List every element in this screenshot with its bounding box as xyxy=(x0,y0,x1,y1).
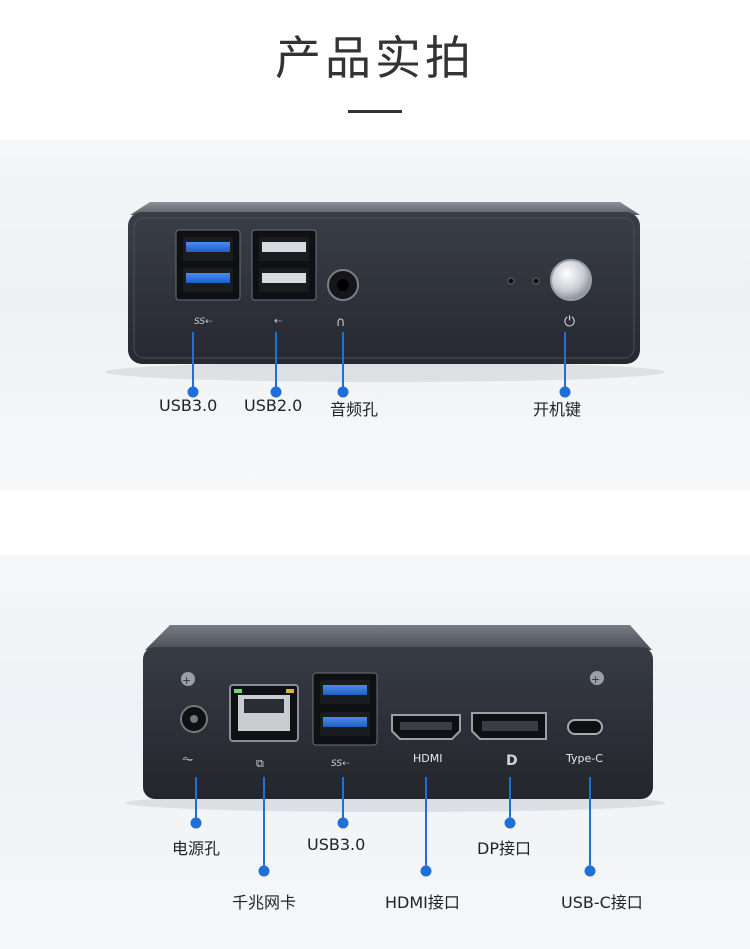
svg-text:SS⇠: SS⇠ xyxy=(194,317,213,327)
svg-text:⧉: ⧉ xyxy=(256,757,264,770)
hdmi-label: HDMI接口 xyxy=(385,893,460,912)
title-underline xyxy=(348,110,402,113)
usb3-front-label: USB3.0 xyxy=(159,396,218,415)
svg-text:∩: ∩ xyxy=(336,315,346,330)
usb2-ports xyxy=(251,229,317,301)
usb3-ports xyxy=(175,229,241,301)
usbc-label: USB-C接口 xyxy=(561,893,643,912)
typec-port-marking: Type-C xyxy=(566,752,603,765)
svg-text:⏻: ⏻ xyxy=(564,314,575,330)
svg-text:⇠: ⇠ xyxy=(274,316,283,327)
svg-text:+: + xyxy=(591,673,600,686)
hdmi-port-marking: HDMI xyxy=(413,752,443,765)
power-jack-label: 电源孔 xyxy=(172,839,221,858)
rear-view-photo: + + ⏦ ⧉ SS⇠ D xyxy=(0,555,750,949)
audio-label: 音频孔 xyxy=(330,400,379,419)
svg-text:+: + xyxy=(182,674,191,687)
power-button xyxy=(550,259,592,301)
usb3-rear-label: USB3.0 xyxy=(307,835,366,854)
usb-c-port xyxy=(567,719,603,735)
svg-text:SS⇠: SS⇠ xyxy=(331,759,350,769)
dp-label: DP接口 xyxy=(477,839,531,858)
svg-text:D: D xyxy=(506,753,518,769)
usb3-rear-ports xyxy=(312,672,378,746)
ethernet-label: 千兆网卡 xyxy=(232,893,297,912)
svg-text:⏦: ⏦ xyxy=(182,751,193,767)
page-title: 产品实拍 xyxy=(275,31,475,85)
power-button-label: 开机键 xyxy=(533,400,582,419)
front-view-photo: SS⇠ ⇠ ∩ ⏻ xyxy=(0,140,750,490)
usb2-label: USB2.0 xyxy=(244,396,303,415)
